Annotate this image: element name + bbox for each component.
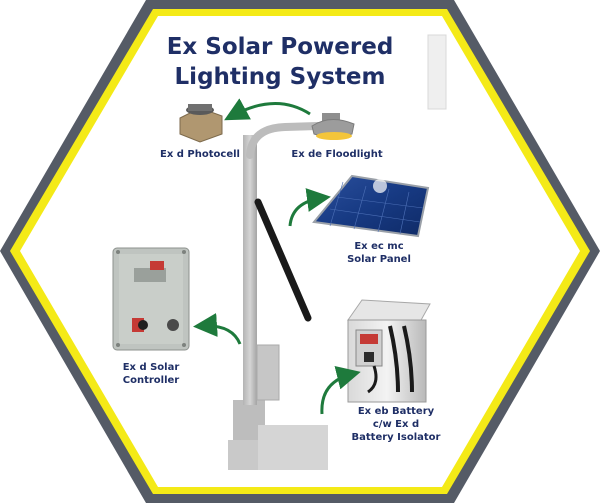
solar-panel-graphic bbox=[312, 174, 430, 238]
title-line-1: Ex Solar Powered bbox=[166, 34, 394, 60]
panel-bracket bbox=[254, 198, 312, 322]
hexagon-inner bbox=[20, 16, 580, 487]
battery-label-line-2: c/w Ex d bbox=[372, 419, 420, 430]
solar-panel-label-line-1: Ex ec mc bbox=[354, 241, 404, 252]
controller-label-line-2: Controller bbox=[122, 375, 180, 386]
photocell-label: Ex d Photocell bbox=[160, 149, 240, 160]
arrow-to-battery bbox=[320, 366, 361, 415]
floodlight-label: Ex de Floodlight bbox=[291, 149, 383, 160]
controller-label: Ex d Solar Controller bbox=[106, 361, 196, 387]
solar-panel-label-line-2: Solar Panel bbox=[347, 254, 411, 265]
pole-junction-box bbox=[256, 344, 280, 401]
vertical-strip bbox=[427, 34, 447, 110]
pole-arm bbox=[246, 122, 322, 159]
pole-base-block bbox=[258, 425, 328, 470]
pole bbox=[243, 135, 257, 405]
battery-label-line-3: Battery Isolator bbox=[351, 432, 441, 443]
title-line-2: Lighting System bbox=[174, 64, 386, 90]
controller-graphic bbox=[112, 247, 190, 351]
arrow-to-controller bbox=[193, 313, 242, 345]
controller-label-line-1: Ex d Solar bbox=[122, 362, 180, 373]
battery-label: Ex eb Battery c/w Ex d Battery Isolator bbox=[344, 405, 448, 444]
arrow-to-photocell bbox=[224, 98, 311, 121]
arrow-to-solar-panel bbox=[288, 188, 331, 227]
battery-label-line-1: Ex eb Battery bbox=[357, 406, 435, 417]
floodlight-graphic bbox=[311, 113, 355, 140]
battery-graphic bbox=[347, 299, 431, 403]
photocell-graphic bbox=[179, 104, 223, 143]
solar-panel-label: Ex ec mc Solar Panel bbox=[334, 240, 424, 266]
